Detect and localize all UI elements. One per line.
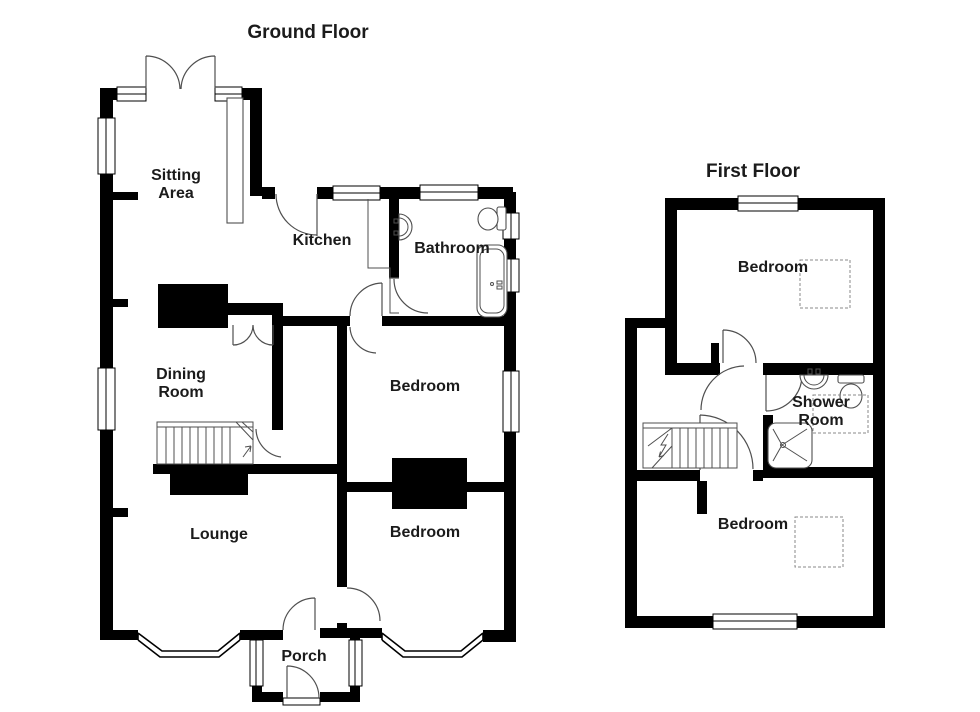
wall-segment: [337, 623, 347, 632]
kitchen-counter: [367, 199, 399, 314]
room-label-porch: Porch: [281, 648, 327, 666]
sink-icon: [799, 368, 829, 390]
room-label-bedroom-front: Bedroom: [389, 524, 461, 542]
wall-stub: [711, 343, 719, 371]
wall-segment: [753, 470, 763, 481]
wall-stub: [113, 192, 138, 200]
wall-segment: [665, 363, 720, 375]
sink-icon: [393, 213, 413, 241]
bay-window: [381, 632, 484, 658]
door-swing-icon: [282, 597, 316, 631]
wall-segment: [320, 692, 360, 702]
wall-segment: [228, 303, 280, 315]
first-floor-title: First Floor: [706, 161, 800, 182]
room-label-lounge: Lounge: [190, 526, 248, 544]
shower-tray-icon: [767, 422, 813, 469]
room-label-bedroom-middle: Bedroom: [389, 378, 461, 396]
chimney-breast: [158, 284, 228, 328]
door-swing-icon: [346, 587, 381, 622]
door-swing-icon: [275, 193, 318, 236]
door-opening: [275, 185, 317, 201]
wall-segment: [665, 210, 677, 375]
room-label-ff-bedroom-rear: Bedroom: [737, 259, 809, 277]
toilet-icon: [477, 206, 507, 231]
bay-window: [137, 632, 241, 658]
door-swing-icon: [722, 329, 757, 364]
room-label-shower-room: Shower Room: [792, 394, 850, 429]
wall-segment: [337, 326, 347, 587]
wall-segment: [320, 628, 382, 638]
stair-arrow-icon: [242, 445, 252, 458]
stair-winder: [235, 421, 254, 441]
wall-stub: [113, 299, 128, 307]
room-label-ff-bedroom-front: Bedroom: [717, 516, 789, 534]
ff-staircase: [642, 422, 738, 469]
ff-fixtures: [767, 259, 869, 568]
wall-stub: [113, 508, 128, 517]
wall-segment: [240, 630, 252, 640]
wall-segment: [252, 692, 283, 702]
wall-segment: [763, 363, 885, 375]
room-label-bathroom: Bathroom: [414, 240, 490, 258]
chimney-breast: [392, 458, 467, 509]
wall-segment: [873, 198, 885, 628]
toilet-icon: [837, 374, 865, 409]
wall-segment: [628, 470, 700, 481]
wall-segment: [100, 630, 138, 640]
wardrobe-outline: [812, 394, 869, 434]
wall-segment: [625, 318, 677, 328]
chimney-breast: [170, 470, 248, 495]
gf-doors: [145, 55, 429, 699]
cupboard-doors-icon: [232, 324, 274, 346]
ground-floor-title: Ground Floor: [247, 22, 369, 43]
ff-walls: [625, 198, 885, 628]
first-floor-plan: [625, 195, 885, 630]
door-swing-icon: [389, 277, 429, 314]
wardrobe-outline: [799, 259, 851, 309]
room-label-dining-room: Dining Room: [156, 366, 206, 401]
gf-openings-and-windows: [97, 86, 520, 706]
wall-segment: [272, 303, 283, 430]
door-swing-icon: [700, 365, 745, 411]
gf-walls: [100, 88, 516, 702]
wall-segment: [153, 464, 337, 474]
room-label-sitting-area: Sitting Area: [151, 167, 201, 202]
room-label-kitchen: Kitchen: [292, 232, 352, 250]
door-opening: [146, 86, 215, 102]
ground-floor-plan: [97, 55, 520, 706]
wall-segment: [382, 316, 513, 326]
gf-staircase: [156, 421, 254, 465]
wall-segment: [283, 316, 350, 326]
door-swing-icon: [349, 282, 383, 354]
wall-segment: [100, 88, 113, 640]
wardrobe-outline: [794, 516, 844, 568]
door-swing-icon: [286, 665, 320, 699]
gf-fixtures: [226, 97, 508, 318]
wall-stub: [697, 481, 707, 514]
stair-arrow-icon: [658, 433, 669, 458]
ff-windows: [712, 195, 799, 630]
wall-segment: [763, 467, 885, 478]
french-door-icon: [145, 55, 216, 90]
door-swing-icon: [255, 428, 282, 458]
stair-winder: [647, 427, 673, 469]
wall-segment: [483, 630, 516, 642]
wall-segment: [252, 630, 283, 640]
window: [97, 86, 520, 706]
cupboard: [226, 97, 244, 224]
bathtub-icon: [476, 244, 508, 318]
wall-segment: [250, 88, 262, 196]
